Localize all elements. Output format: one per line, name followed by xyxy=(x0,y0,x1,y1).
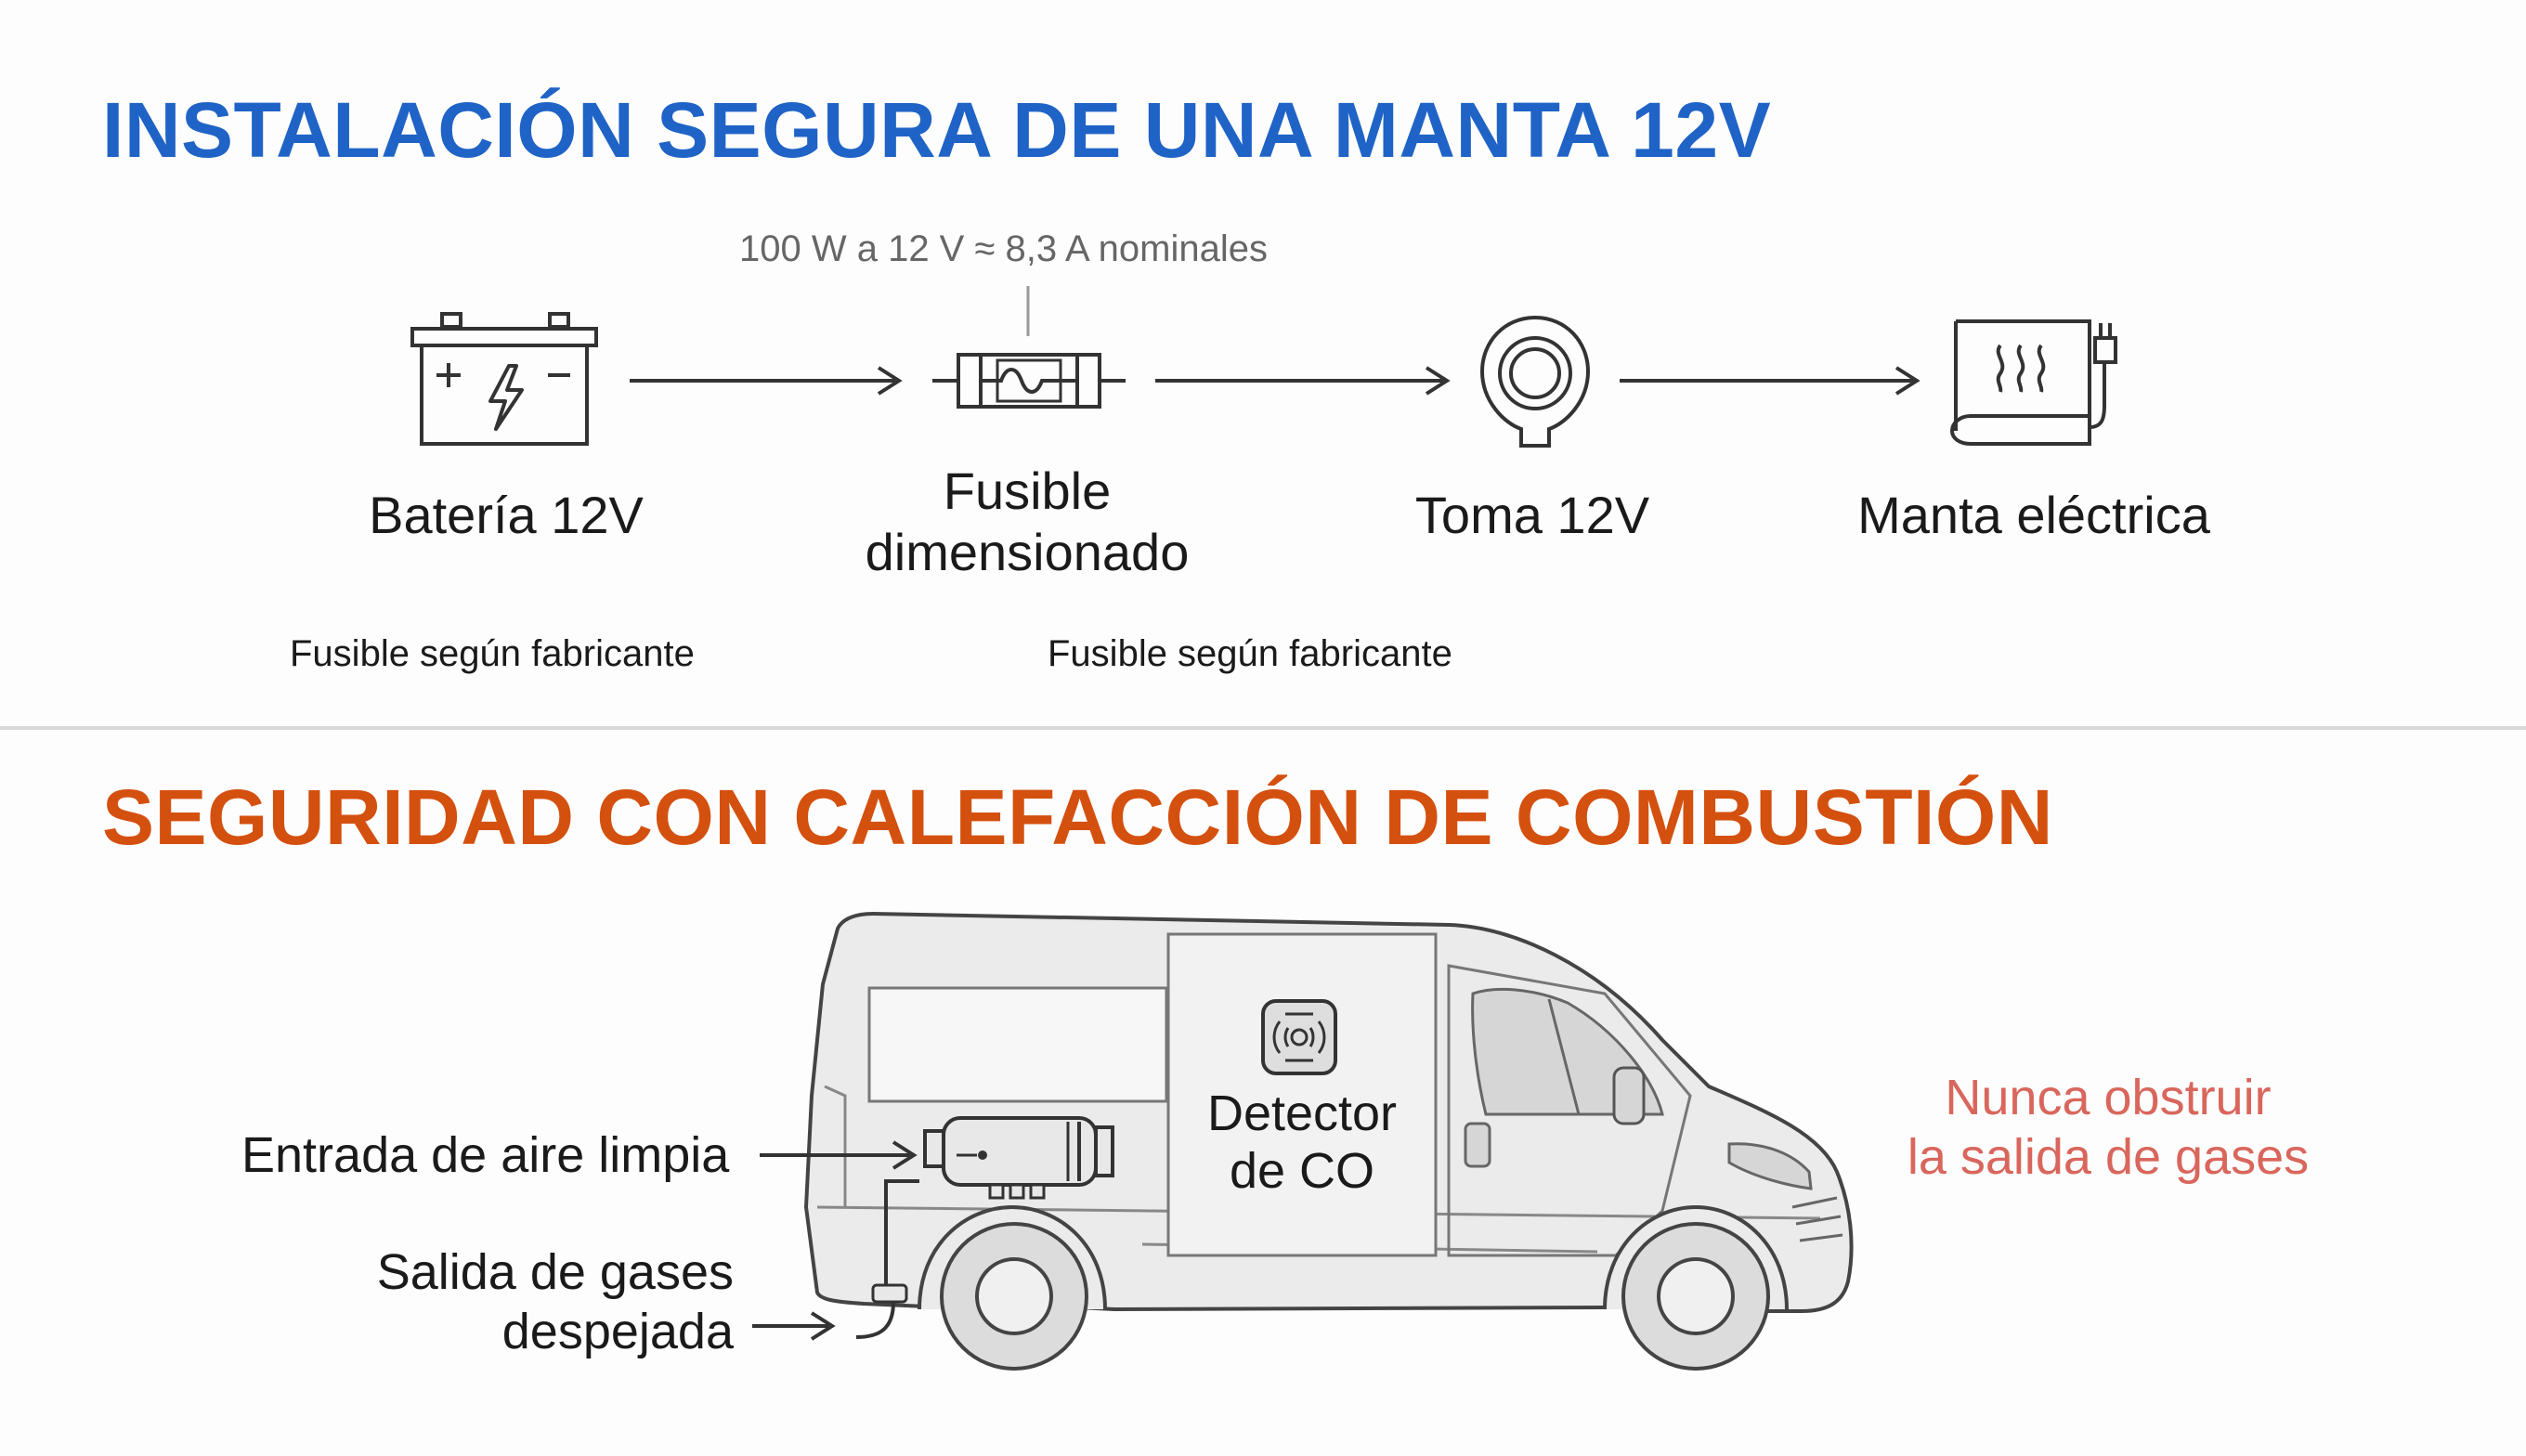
exhaust-label-line2: despejada xyxy=(501,1304,734,1359)
socket-icon xyxy=(1479,315,1591,448)
warning-text-line1: Nunca obstruir xyxy=(1945,1070,2272,1125)
warning-text-line2: la salida de gases xyxy=(1907,1129,2310,1185)
co-detector-icon xyxy=(1261,999,1337,1075)
section1-title: INSTALACIÓN SEGURA DE UNA MANTA 12V xyxy=(102,86,1772,174)
co-detector-label-line2: de CO xyxy=(1229,1143,1375,1199)
battery-icon xyxy=(410,312,598,446)
fuse-icon xyxy=(932,353,1126,409)
step-label-socket: Toma 12V xyxy=(1414,486,1650,544)
diesel-heater-icon xyxy=(923,1116,1114,1200)
current-note: 100 W a 12 V ≈ 8,3 A nominales xyxy=(739,228,1268,269)
electric-blanket-icon xyxy=(1949,319,2117,446)
warning-text: Nunca obstruir la salida de gases xyxy=(1876,1068,2340,1187)
step-label-fuse-line2: dimensionado xyxy=(865,523,1190,581)
section-divider xyxy=(0,726,2526,730)
co-detector-label: Detector de CO xyxy=(1179,1085,1425,1200)
intake-label: Entrada de aire limpia xyxy=(241,1127,730,1183)
step-label-fuse: Fusible dimensionado xyxy=(817,461,1237,583)
step-label-fuse-line1: Fusible xyxy=(943,462,1112,520)
section2-title: SEGURIDAD CON CALEFACCIÓN DE COMBUSTIÓN xyxy=(102,774,2053,861)
co-detector-label-line1: Detector xyxy=(1206,1086,1398,1141)
step-label-battery: Batería 12V xyxy=(369,486,644,544)
fuse-note: Fusible según fabricante xyxy=(1048,633,1452,674)
fuse-note: Fusible según fabricante xyxy=(290,633,695,674)
exhaust-label: Salida de gases despejada xyxy=(334,1242,734,1361)
exhaust-label-line1: Salida de gases xyxy=(376,1244,734,1300)
step-label-blanket: Manta eléctrica xyxy=(1857,486,2210,544)
